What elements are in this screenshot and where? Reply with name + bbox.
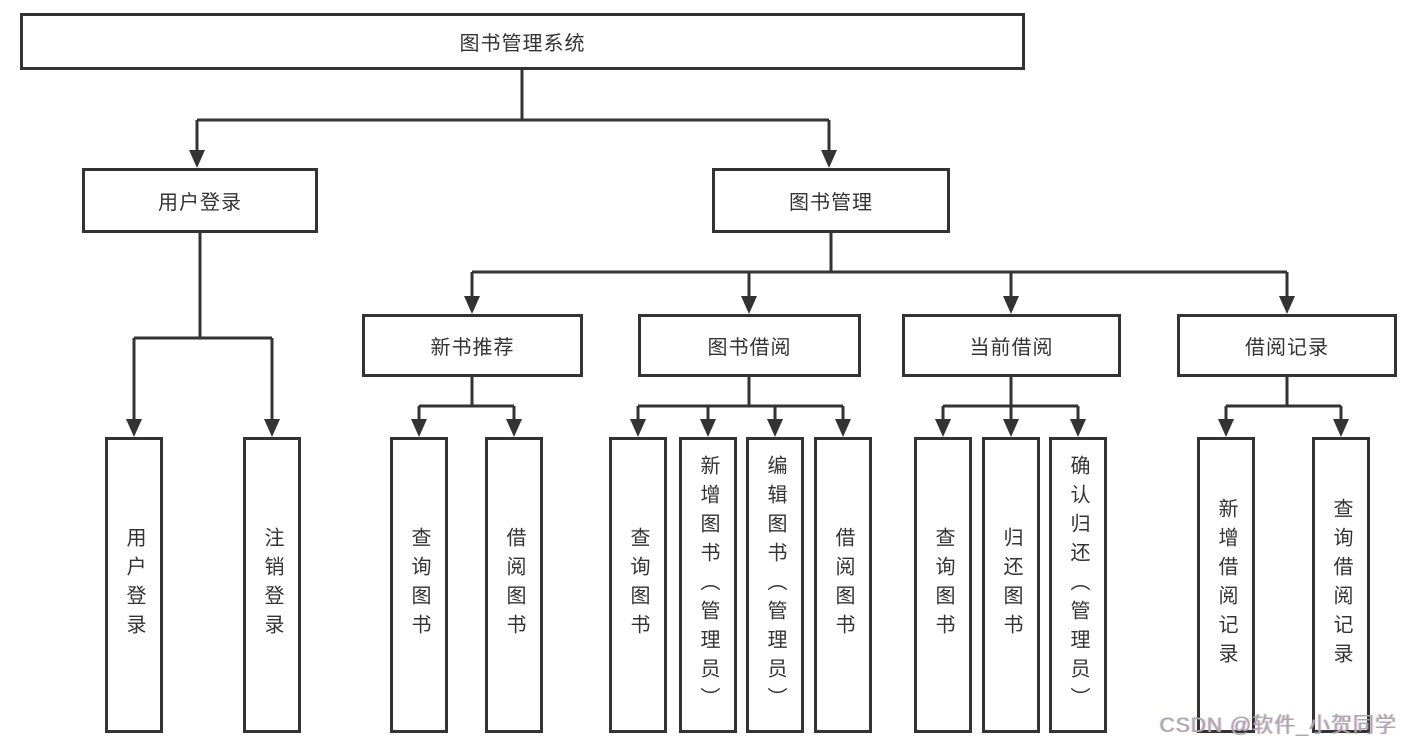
leaf-bb-add-books-admin-label: 新增图书（管理员）: [697, 454, 719, 716]
leaf-cb-confirm-return-admin-label: 确认归还（管理员）: [1067, 454, 1089, 716]
leaf-cb-return-books-label: 归还图书: [1000, 527, 1022, 643]
leaf-user-login-label: 用户登录: [123, 527, 145, 643]
leaf-bb-query-books-label: 查询图书: [627, 527, 649, 643]
node-book-borrowing-label: 图书借阅: [707, 337, 792, 359]
node-root-label: 图书管理系统: [459, 33, 586, 55]
node-new-book-recommend: 新书推荐: [362, 314, 583, 377]
node-book-borrowing: 图书借阅: [638, 314, 861, 377]
node-user-login-label: 用户登录: [158, 192, 242, 214]
leaf-cb-confirm-return-admin: 确认归还（管理员）: [1049, 437, 1107, 733]
leaf-nb-query-books-label: 查询图书: [408, 527, 430, 643]
node-current-borrowing: 当前借阅: [902, 314, 1121, 377]
node-borrowing-records: 借阅记录: [1177, 314, 1397, 377]
leaf-cb-return-books: 归还图书: [982, 437, 1040, 733]
leaf-cb-query-books-label: 查询图书: [932, 527, 954, 643]
node-borrowing-records-label: 借阅记录: [1245, 337, 1329, 359]
leaf-br-query-record: 查询借阅记录: [1312, 437, 1370, 733]
leaf-bb-borrow-books-label: 借阅图书: [832, 527, 854, 643]
node-book-management-label: 图书管理: [789, 192, 873, 214]
leaf-nb-borrow-books: 借阅图书: [485, 437, 543, 733]
leaf-logout-login: 注销登录: [243, 437, 301, 733]
arrowhead-icons: [126, 150, 1349, 437]
node-new-book-recommend-label: 新书推荐: [430, 337, 515, 359]
node-book-management: 图书管理: [712, 168, 950, 233]
leaf-nb-borrow-books-label: 借阅图书: [503, 527, 525, 643]
node-current-borrowing-label: 当前借阅: [969, 337, 1054, 359]
leaf-logout-login-label: 注销登录: [261, 527, 283, 643]
leaf-bb-borrow-books: 借阅图书: [814, 437, 872, 733]
leaf-nb-query-books: 查询图书: [390, 437, 448, 733]
leaf-br-add-record: 新增借阅记录: [1197, 437, 1255, 733]
leaf-br-query-record-label: 查询借阅记录: [1330, 498, 1352, 672]
node-root-library-system: 图书管理系统: [20, 13, 1025, 70]
leaf-cb-query-books: 查询图书: [914, 437, 972, 733]
leaf-br-add-record-label: 新增借阅记录: [1215, 498, 1237, 672]
leaf-user-login: 用户登录: [105, 437, 163, 733]
leaf-bb-query-books: 查询图书: [609, 437, 667, 733]
leaf-bb-add-books-admin: 新增图书（管理员）: [679, 437, 737, 733]
leaf-bb-edit-books-admin-label: 编辑图书（管理员）: [764, 454, 786, 716]
node-user-login: 用户登录: [82, 168, 318, 233]
leaf-bb-edit-books-admin: 编辑图书（管理员）: [746, 437, 804, 733]
